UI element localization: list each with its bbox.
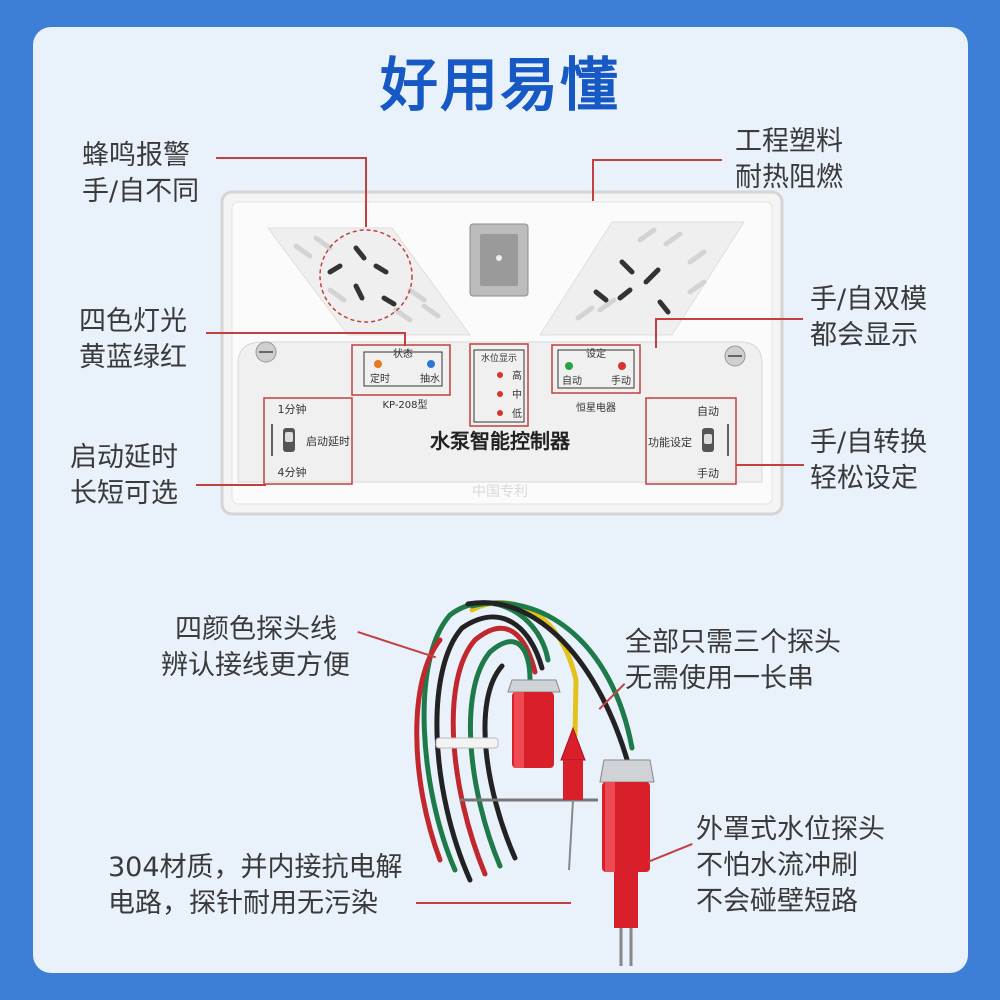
callout-line: 黄蓝绿红: [79, 342, 187, 373]
level-led-low: [497, 410, 503, 416]
callout-line: 手/自不同: [82, 176, 200, 207]
set-led-red: [618, 362, 626, 370]
leader-line: [365, 157, 367, 227]
callout-line: 手/自双模: [810, 284, 928, 315]
callout-line: 不会碰壁短路: [696, 886, 858, 917]
page-title: 好用易懂: [379, 51, 620, 119]
status-right-label: 抽水: [420, 372, 440, 385]
delay-label: 启动延时: [306, 435, 350, 448]
level-mid-label: 中: [512, 388, 522, 401]
callout-line: 长短可选: [70, 478, 178, 509]
callout-probe-cover: 外罩式水位探头 不怕水流冲刷 不会碰壁短路: [696, 812, 885, 920]
set-title: 设定: [586, 347, 606, 360]
delay-bottom-label: 4分钟: [278, 465, 307, 479]
callout-line: 四色灯光: [79, 306, 187, 337]
water-level-title: 水位显示: [481, 352, 517, 364]
callout-buzzer: 蜂鸣报警 手/自不同: [82, 138, 199, 210]
callout-switch-mode: 手/自转换 轻松设定: [810, 425, 927, 497]
callout-line: 耐热阻燃: [735, 162, 843, 193]
level-low-label: 低: [512, 407, 522, 420]
status-led-blue: [427, 360, 435, 368]
callout-line: 电路，探针耐用无污染: [108, 888, 378, 919]
screw-left-icon: [255, 341, 277, 363]
level-led-high: [497, 372, 503, 378]
callout-line: 轻松设定: [810, 463, 918, 494]
callout-line: 工程塑料: [735, 126, 843, 157]
callout-delay: 启动延时 长短可选: [70, 440, 178, 512]
level-led-mid: [497, 391, 503, 397]
product-name: 水泵智能控制器: [430, 429, 571, 453]
callout-line: 都会显示: [810, 320, 918, 351]
func-top-label: 自动: [697, 405, 719, 418]
leader-line: [592, 159, 594, 201]
callout-line: 无需使用一长串: [625, 663, 814, 694]
callout-line: 手/自转换: [810, 427, 928, 458]
callout-line: 外罩式水位探头: [696, 814, 885, 845]
screw-right-icon: [724, 345, 746, 367]
level-high-label: 高: [512, 369, 522, 382]
callout-line: 不怕水流冲刷: [696, 850, 858, 881]
callout-three-probes: 全部只需三个探头 无需使用一长串: [625, 625, 841, 697]
callout-line: 四颜色探头线: [175, 614, 337, 645]
set-left-label: 自动: [562, 374, 582, 387]
set-led-green: [565, 362, 573, 370]
status-led-orange: [374, 360, 382, 368]
leader-line: [736, 464, 804, 466]
func-bottom-label: 手动: [697, 466, 719, 480]
callout-line: 全部只需三个探头: [625, 627, 841, 658]
model-label: KP-208型: [382, 398, 427, 411]
leader-line: [206, 332, 406, 334]
set-right-label: 手动: [611, 374, 631, 387]
status-left-label: 定时: [370, 372, 390, 385]
status-title: 状态: [393, 347, 413, 360]
patent-watermark: 中国专利: [472, 484, 528, 500]
leader-line: [416, 902, 571, 904]
callout-line: 启动延时: [70, 442, 178, 473]
callout-wires: 四颜色探头线 辨认接线更方便: [161, 612, 350, 684]
callout-dual-mode: 手/自双模 都会显示: [810, 282, 927, 354]
leader-line: [592, 159, 722, 161]
delay-top-label: 1分钟: [278, 402, 307, 416]
brand-label: 恒星电器: [576, 401, 616, 414]
callout-plastic: 工程塑料 耐热阻燃: [735, 124, 843, 196]
leader-line: [216, 157, 366, 159]
function-toggle[interactable]: [702, 428, 714, 452]
leader-line: [404, 332, 406, 346]
controller-box: 状态 定时 抽水 KP-208型 水位显示 高 中 低 设定 自动 手动 恒星电…: [220, 190, 784, 516]
probe-assembly: [414, 600, 655, 966]
leader-line: [196, 484, 266, 486]
callout-line: 辨认接线更方便: [161, 650, 350, 681]
func-label: 功能设定: [648, 435, 692, 449]
power-switch[interactable]: [469, 223, 529, 297]
callout-line: 蜂鸣报警: [82, 140, 190, 171]
callout-material: 304材质，并内接抗电解 电路，探针耐用无污染: [108, 850, 403, 922]
callout-lights: 四色灯光 黄蓝绿红: [79, 304, 187, 376]
leader-line: [655, 318, 657, 348]
callout-line: 304材质，并内接抗电解: [108, 852, 403, 883]
delay-toggle[interactable]: [283, 428, 295, 452]
leader-line: [655, 318, 803, 320]
